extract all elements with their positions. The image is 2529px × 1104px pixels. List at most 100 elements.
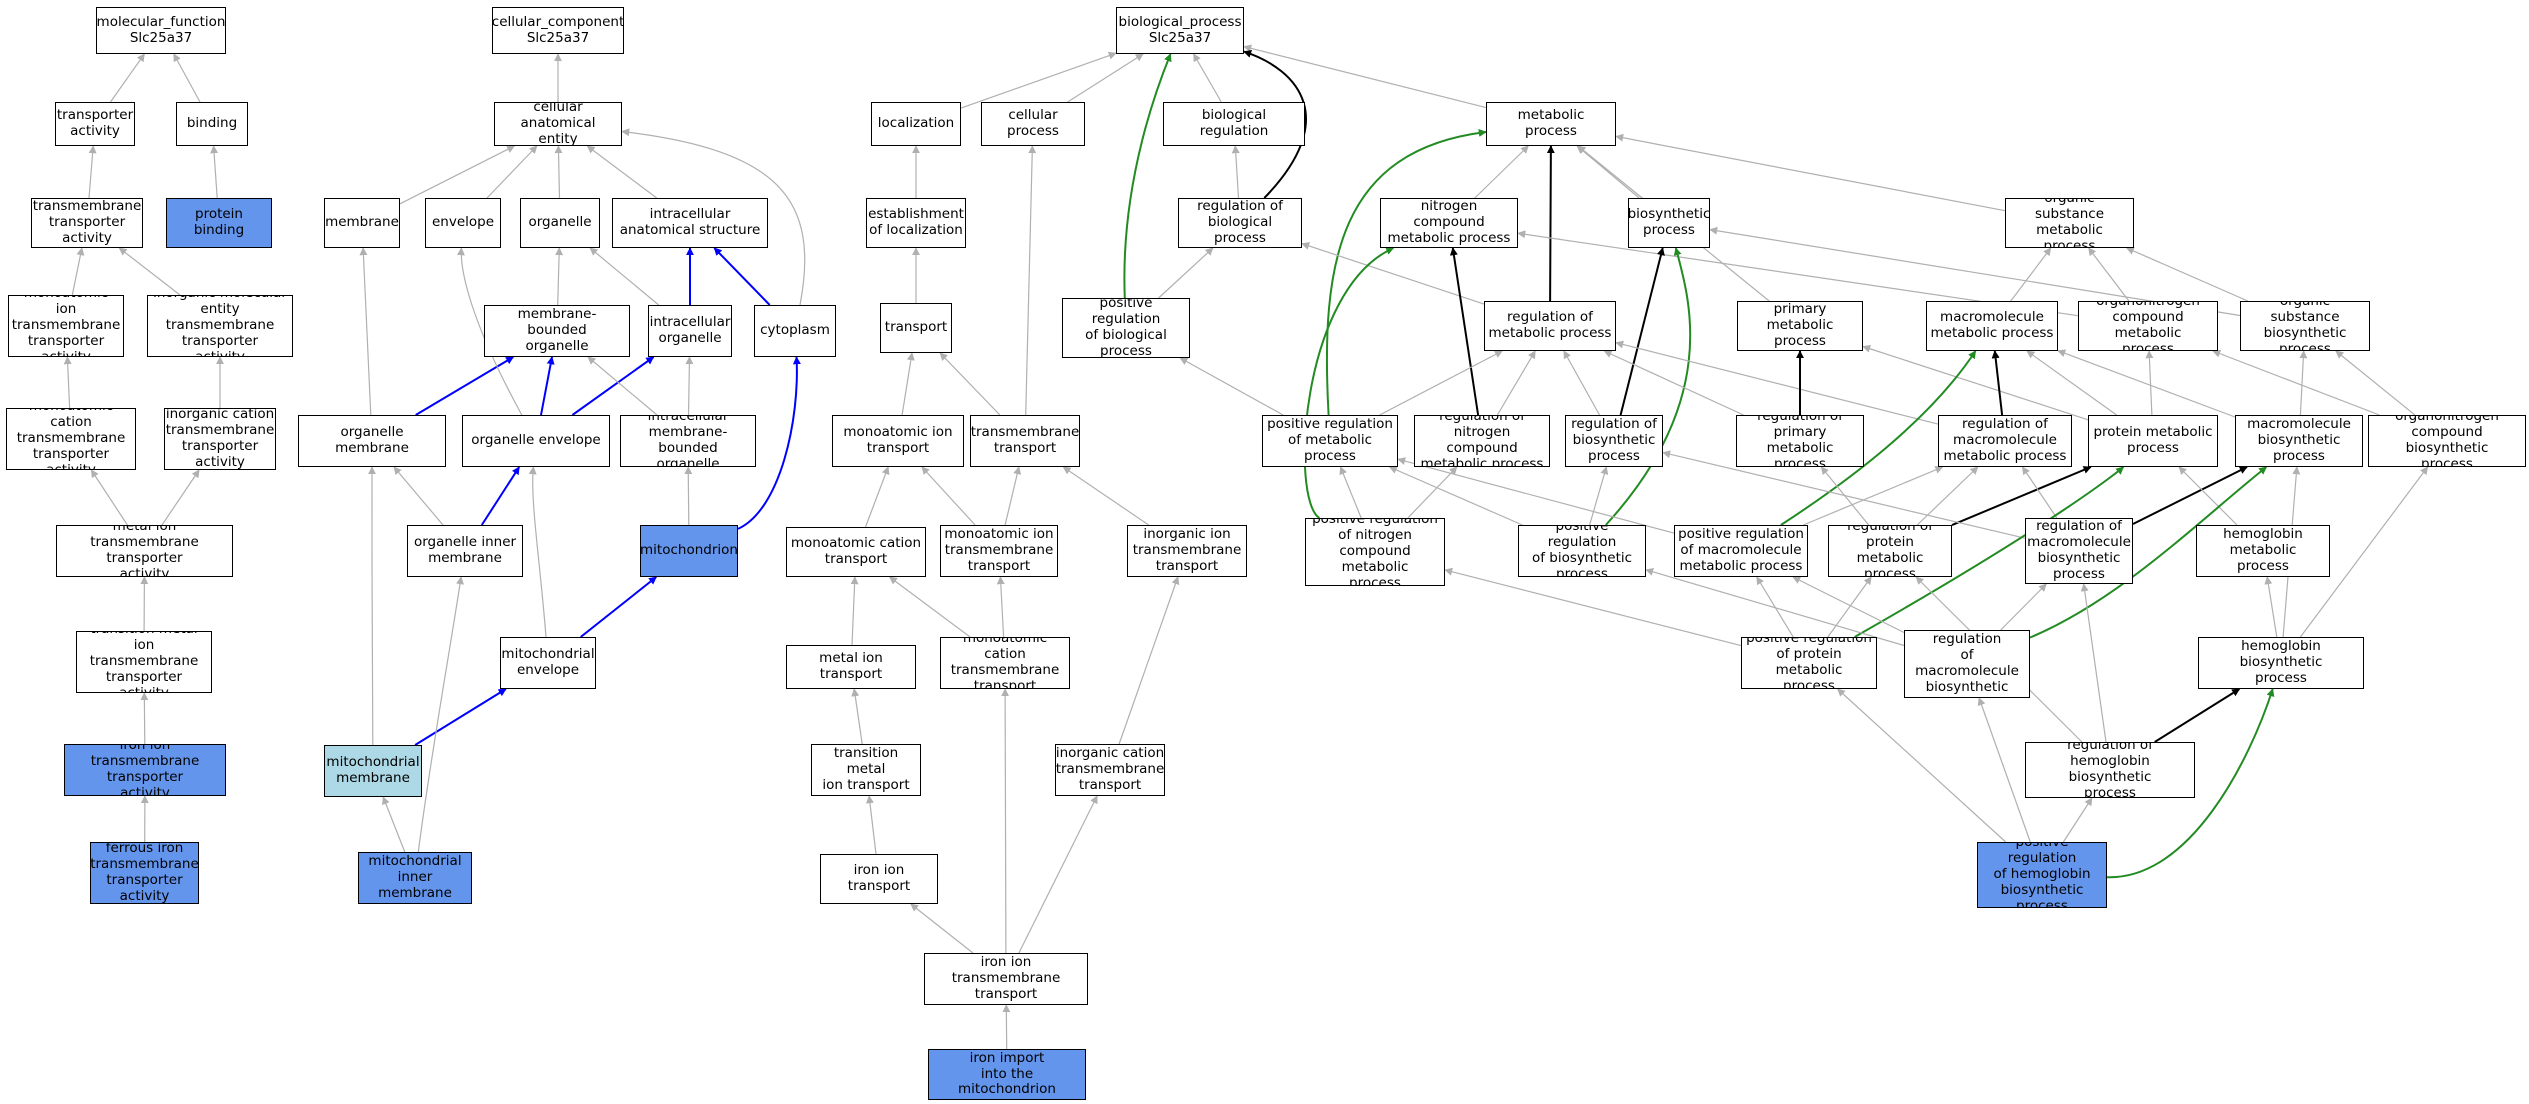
go-term-node-mem[interactable]: membrane — [324, 198, 400, 248]
go-term-node-protmp[interactable]: protein metabolic process — [2088, 415, 2218, 467]
go-term-node-macmp[interactable]: macromolecule metabolic process — [1926, 301, 2058, 351]
go-term-node-iim[interactable]: iron import into the mitochondrion — [928, 1049, 1086, 1100]
go-term-node-tmta[interactable]: transmembrane transporter activity — [31, 198, 143, 248]
go-term-node-iitr[interactable]: iron ion transport — [820, 854, 938, 904]
go-term-node-rmacmp[interactable]: regulation of macromolecule metabolic pr… — [1938, 415, 2072, 467]
go-term-node-om[interactable]: organelle membrane — [298, 415, 446, 467]
go-term-node-prprotmp[interactable]: positive regulation of protein metabolic… — [1741, 637, 1877, 689]
go-term-node-moit[interactable]: monoatomic ion transport — [832, 415, 964, 467]
edge-is-a-iittt-to-iitr — [910, 903, 974, 954]
edge-is-a-ictt-to-iitt — [1118, 576, 1180, 745]
go-term-node-cae[interactable]: cellular anatomical entity — [494, 102, 622, 146]
edge-is-a-io-to-org — [589, 247, 660, 306]
go-term-node-ictt[interactable]: inorganic cation transmembrane transport — [1055, 744, 1165, 796]
go-term-node-ic[interactable]: inorganic cation transmembrane transport… — [164, 408, 276, 470]
edge-positively-regulates-prmacbp-to-macbp — [2029, 466, 2268, 639]
edge-is-a-mit-to-ic — [161, 469, 200, 526]
go-term-node-prmp[interactable]: positive regulation of metabolic process — [1262, 415, 1398, 467]
go-term-node-mitr[interactable]: metal ion transport — [786, 645, 916, 689]
edge-is-a-cp-to-bp — [1067, 53, 1144, 103]
go-term-node-pb[interactable]: protein binding — [166, 198, 272, 248]
edge-is-a-imbo-to-mbo — [587, 356, 658, 416]
go-term-node-iittt[interactable]: iron ion transmembrane transport — [924, 953, 1088, 1005]
go-term-node-mit[interactable]: metal ion transmembrane transporter acti… — [56, 525, 233, 577]
edge-is-a-imol-to-tmta — [118, 247, 181, 296]
edge-positively-regulates-prhbbp-to-hbbp — [2106, 688, 2275, 879]
go-term-node-oncmp[interactable]: organonitrogen compound metabolic proces… — [2078, 301, 2218, 351]
edge-is-a-hbmp-to-protmp — [2178, 466, 2238, 526]
go-term-node-iitt[interactable]: inorganic ion transmembrane transport — [1127, 525, 1247, 577]
go-term-node-moctt[interactable]: monoatomic cation transmembrane transpor… — [940, 637, 1070, 689]
go-term-node-rpmp[interactable]: regulation of primary metabolic process — [1736, 415, 1864, 467]
go-term-node-osbp[interactable]: organic substance biosynthetic process — [2240, 301, 2370, 351]
go-term-node-moi[interactable]: monoatomic ion transmembrane transporter… — [8, 295, 124, 357]
edge-positively-regulates-prbp-to-bp — [1123, 53, 1172, 299]
go-term-node-rhbbp[interactable]: regulation of hemoglobin biosynthetic pr… — [2025, 742, 2195, 798]
go-term-node-moitt[interactable]: monoatomic ion transmembrane transport — [940, 525, 1058, 577]
go-term-node-prhbbp[interactable]: positive regulation of hemoglobin biosyn… — [1977, 842, 2107, 908]
edge-is-a-iitt-to-tmt — [1062, 466, 1150, 526]
edge-is-a-iittt-to-ictt — [1018, 795, 1098, 954]
go-term-node-env[interactable]: envelope — [425, 198, 501, 248]
go-term-node-eol[interactable]: establishment of localization — [866, 198, 966, 248]
go-term-node-prbp[interactable]: positive regulation of biological proces… — [1062, 298, 1190, 358]
go-term-node-io[interactable]: intracellular organelle — [648, 305, 732, 357]
go-term-node-osmp[interactable]: organic substance metabolic process — [2005, 198, 2134, 248]
go-term-node-ias[interactable]: intracellular anatomical structure — [612, 198, 768, 248]
go-term-node-moc[interactable]: monoatomic cation transmembrane transpor… — [6, 408, 136, 470]
go-term-node-loc[interactable]: localization — [871, 102, 961, 146]
go-term-node-rbp[interactable]: regulation of biological process — [1178, 198, 1302, 248]
go-term-node-iit[interactable]: iron ion transmembrane transporter activ… — [64, 744, 226, 796]
go-term-node-ncmp[interactable]: nitrogen compound metabolic process — [1380, 198, 1518, 248]
go-term-node-me[interactable]: mitochondrial envelope — [500, 637, 596, 689]
go-term-node-oim[interactable]: organelle inner membrane — [407, 525, 523, 577]
go-term-node-hbbp[interactable]: hemoglobin biosynthetic process — [2198, 637, 2364, 689]
go-term-node-tr[interactable]: transport — [880, 303, 952, 353]
go-term-node-rncmp[interactable]: regulation of nitrogen compound metaboli… — [1414, 415, 1550, 467]
go-term-node-prmacbp[interactable]: positive regulation of macromolecule bio… — [1904, 630, 2030, 698]
go-term-node-bp[interactable]: biological_process Slc25a37 — [1116, 7, 1244, 54]
go-term-node-cc[interactable]: cellular_component Slc25a37 — [492, 7, 624, 54]
go-term-node-imbo[interactable]: intracellular membrane-bounded organelle — [620, 415, 756, 467]
go-term-node-cp[interactable]: cellular process — [981, 102, 1085, 146]
go-term-node-prncmp[interactable]: positive regulation of nitrogen compound… — [1305, 518, 1445, 586]
go-term-node-ta[interactable]: transporter activity — [55, 102, 135, 146]
go-term-node-macbp[interactable]: macromolecule biosynthetic process — [2235, 415, 2363, 467]
go-term-node-org[interactable]: organelle — [520, 198, 600, 248]
edge-part-of-oim-to-oe — [480, 466, 521, 526]
go-term-node-rmp[interactable]: regulation of metabolic process — [1484, 301, 1616, 351]
edge-is-a-env-to-cae — [486, 145, 538, 199]
go-term-node-oe[interactable]: organelle envelope — [462, 415, 610, 467]
edge-is-a-bsp-to-mp — [1576, 145, 1640, 199]
go-term-node-bind[interactable]: binding — [176, 102, 248, 146]
go-term-node-rmacbp[interactable]: regulation of macromolecule biosynthetic… — [2025, 518, 2133, 584]
go-term-node-mf[interactable]: molecular_function Slc25a37 — [96, 7, 226, 54]
go-term-node-fit[interactable]: ferrous iron transmembrane transporter a… — [90, 842, 199, 904]
go-term-node-oncbp[interactable]: organonitrogen compound biosynthetic pro… — [2368, 415, 2526, 467]
edge-is-a-moc-to-moi — [63, 356, 72, 409]
go-term-node-mim[interactable]: mitochondrial inner membrane — [358, 852, 472, 904]
go-term-node-bsp[interactable]: biosynthetic process — [1628, 198, 1710, 248]
go-term-node-imol[interactable]: inorganic molecular entity transmembrane… — [147, 295, 293, 357]
go-term-node-prbsp[interactable]: positive regulation of biosynthetic proc… — [1518, 525, 1646, 577]
go-term-node-moct[interactable]: monoatomic cation transport — [786, 527, 926, 577]
go-term-node-hbmp[interactable]: hemoglobin metabolic process — [2196, 525, 2330, 577]
go-term-node-mp[interactable]: metabolic process — [1486, 102, 1616, 146]
edge-part-of-me-to-mito — [580, 576, 657, 638]
edge-is-a-mito-to-imbo — [684, 466, 693, 526]
edge-is-a-mim-to-mm — [382, 796, 406, 853]
go-term-node-rprotmp[interactable]: regulation of protein metabolic process — [1828, 525, 1952, 577]
go-term-node-rbsp[interactable]: regulation of biosynthetic process — [1565, 415, 1663, 467]
go-term-node-tmitr[interactable]: transition metal ion transport — [811, 744, 921, 796]
go-term-node-mm[interactable]: mitochondrial membrane — [324, 745, 422, 797]
go-term-node-pmp[interactable]: primary metabolic process — [1737, 301, 1863, 351]
go-term-node-mbo[interactable]: membrane-bounded organelle — [484, 305, 630, 357]
edge-is-a-prbsp-to-rbsp — [1589, 466, 1609, 526]
go-term-node-prmacmp[interactable]: positive regulation of macromolecule met… — [1674, 525, 1808, 577]
go-term-node-cyto[interactable]: cytoplasm — [754, 305, 836, 357]
edge-is-a-rmacbp-to-rmacmp — [2022, 466, 2058, 519]
go-term-node-br[interactable]: biological regulation — [1163, 102, 1305, 146]
go-term-node-tmit[interactable]: transition metal ion transmembrane trans… — [76, 631, 212, 693]
go-term-node-mito[interactable]: mitochondrion — [640, 525, 738, 577]
go-term-node-tmt[interactable]: transmembrane transport — [970, 415, 1080, 467]
